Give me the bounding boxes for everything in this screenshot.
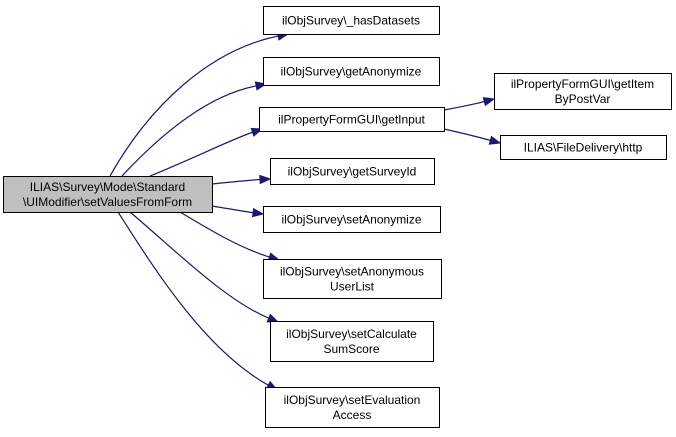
edge-line <box>211 178 261 185</box>
node-getAnonymize[interactable]: ilObjSurvey\getAnonymize <box>263 57 440 86</box>
arrowhead-icon <box>251 207 265 218</box>
node-label: ilObjSurvey\setCalculate <box>286 327 417 341</box>
node-box <box>263 57 440 86</box>
edge-root-to-getAnonymize <box>121 81 268 177</box>
node-http[interactable]: ILIAS\FileDelivery\http <box>500 135 667 160</box>
node-label: ilObjSurvey\_hasDatasets <box>282 14 420 28</box>
arrowhead-icon <box>266 313 280 323</box>
edge-root-to-setEvaluationAccess <box>117 211 279 391</box>
arrowhead-icon <box>482 97 496 107</box>
node-root[interactable]: ILIAS\Survey\Mode\Standard\UIModifier\se… <box>3 176 213 213</box>
edge-line <box>443 100 485 111</box>
edge-root-to-setCalculateSumScore <box>129 211 280 323</box>
node-label: Access <box>333 408 372 422</box>
node-label: SumScore <box>323 342 379 356</box>
node-label: ilObjSurvey\getSurveyId <box>288 165 417 179</box>
node-box <box>270 158 435 185</box>
node-box <box>270 321 434 362</box>
node-label: ilPropertyFormGUI\getItem <box>511 77 654 91</box>
edge-root-to-getInput <box>149 127 264 177</box>
edge-getInput-to-getItemByPostVar <box>443 97 496 111</box>
node-box <box>263 6 440 35</box>
node-label: ilObjSurvey\setEvaluation <box>284 393 421 407</box>
node-box <box>263 259 442 299</box>
node-label: UserList <box>330 280 375 294</box>
node-box <box>259 107 445 132</box>
node-setAnonymize[interactable]: ilObjSurvey\setAnonymize <box>263 206 441 233</box>
edge-root-to-setAnonymousUserList <box>179 211 281 262</box>
edge-line <box>179 211 270 258</box>
node-box <box>500 135 667 160</box>
edge-root-to-getSurveyId <box>211 174 272 185</box>
node-label: ilObjSurvey\getAnonymize <box>281 65 422 79</box>
node-hasDatasets[interactable]: ilObjSurvey\_hasDatasets <box>263 6 440 35</box>
node-box <box>263 206 441 233</box>
node-label: ilPropertyFormGUI\getInput <box>278 113 425 127</box>
node-box <box>265 387 440 428</box>
node-getSurveyId[interactable]: ilObjSurvey\getSurveyId <box>270 158 435 185</box>
edge-line <box>149 131 253 177</box>
node-label: ilObjSurvey\setAnonymous <box>280 265 424 279</box>
edge-line <box>121 85 257 177</box>
arrowhead-icon <box>488 135 502 145</box>
edge-root-to-setAnonymize <box>211 205 265 218</box>
edge-line <box>211 205 254 214</box>
node-label: \UIModifier\setValuesFromForm <box>23 195 192 209</box>
node-getInput[interactable]: ilPropertyFormGUI\getInput <box>259 107 445 132</box>
arrowhead-icon <box>259 174 272 185</box>
node-label: ByPostVar <box>555 92 611 106</box>
edge-line <box>117 211 269 386</box>
nodes-layer: ILIAS\Survey\Mode\Standard\UIModifier\se… <box>3 6 672 428</box>
edge-getInput-to-http <box>443 128 502 145</box>
edge-line <box>129 211 269 319</box>
edge-line <box>109 35 279 177</box>
node-label: ILIAS\Survey\Mode\Standard <box>30 180 185 194</box>
node-label: ILIAS\FileDelivery\http <box>524 141 643 155</box>
node-box <box>3 176 213 213</box>
node-box <box>494 73 672 110</box>
edge-line <box>443 128 491 141</box>
node-label: ilObjSurvey\setAnonymize <box>281 213 421 227</box>
